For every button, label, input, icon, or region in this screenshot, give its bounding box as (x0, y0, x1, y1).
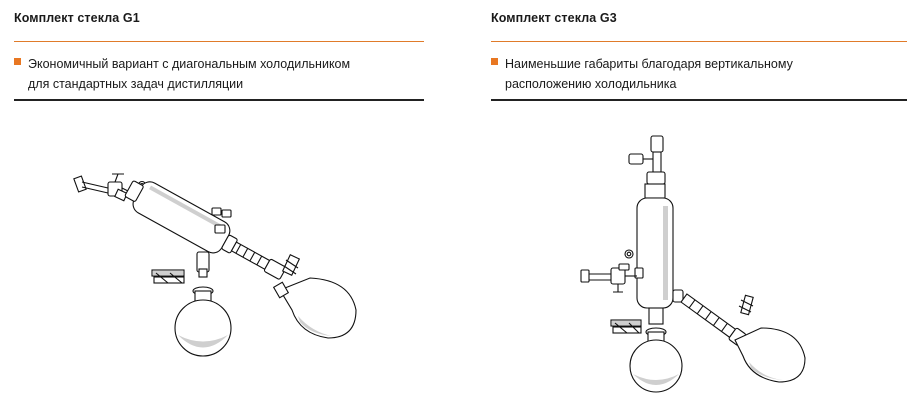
g3-description-line-1: Наименьшие габариты благодаря вертикальн… (505, 57, 793, 71)
g1-description-line-2: для стандартных задач дистилляции (28, 77, 244, 91)
connector-icon (618, 249, 634, 271)
g3-description: Наименьшие габариты благодаря вертикальн… (505, 54, 900, 94)
hose-connector-icon (211, 207, 232, 234)
round-flask-icon (629, 307, 683, 393)
g3-description-line-2: расположению холодильника (505, 77, 677, 91)
g3-title: Комплект стекла G3 (491, 11, 617, 25)
condenser-icon (124, 180, 287, 280)
stopcock-icon (580, 267, 637, 293)
g1-dark-divider (14, 99, 424, 101)
round-flask-icon (174, 286, 232, 357)
evaporating-flask-icon (734, 327, 806, 383)
square-bullet-icon (491, 58, 498, 65)
g1-description-line-1: Экономичный вариант с диагональным холод… (28, 57, 351, 71)
cold-finger-icon (628, 135, 666, 185)
clamp-icon (151, 269, 185, 284)
clamp-icon (281, 253, 301, 277)
g1-description: Экономичный вариант с диагональным холод… (28, 54, 423, 94)
g1-glassware-illustration (73, 173, 357, 357)
clamp-icon (610, 319, 642, 334)
vapor-tube-icon (680, 293, 747, 346)
square-bullet-icon (14, 58, 21, 65)
g1-title: Комплект стекла G1 (14, 11, 140, 25)
adapter-icon (196, 251, 210, 278)
g1-orange-divider (14, 41, 424, 42)
g3-glassware-illustration (580, 135, 806, 393)
g3-dark-divider (491, 99, 907, 101)
evaporating-flask-icon (272, 277, 357, 339)
stopcock-icon (73, 173, 133, 197)
g3-orange-divider (491, 41, 907, 42)
condenser-icon (634, 183, 684, 309)
clamp-icon (738, 294, 754, 316)
